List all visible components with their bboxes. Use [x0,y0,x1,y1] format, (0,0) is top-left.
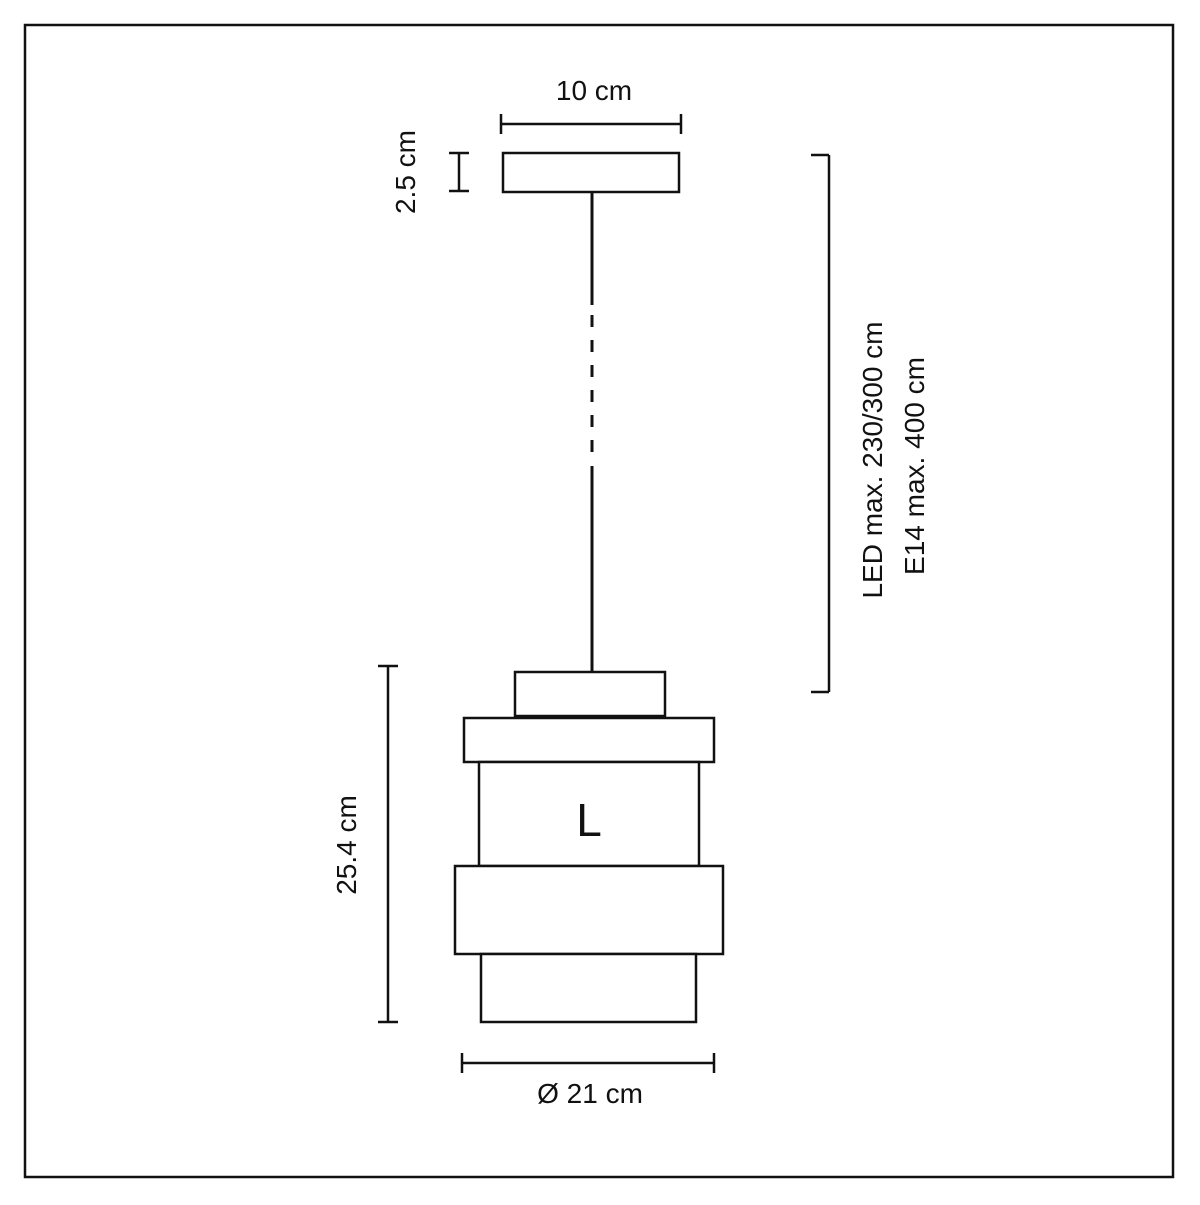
shade-cap [513,670,667,718]
e14-length-label: E14 max. 400 cm [899,357,930,575]
shade-body-upper [477,760,701,868]
shade-diameter-dimension: Ø 21 cm [460,1053,716,1109]
shade-body-lower [479,952,698,1024]
shade-ring-top [462,716,716,764]
suspension-length-dimension: LED max. 230/300 cm E14 max. 400 cm [811,153,930,694]
shade-ring-middle [453,864,725,956]
canopy-height-dimension: 2.5 cm [390,130,469,214]
pendant-shade [453,670,725,1024]
drawing-frame [23,23,1175,1179]
canopy-width-dimension: 10 cm [499,75,683,134]
size-label: L [576,794,602,846]
canopy-height-label: 2.5 cm [390,130,421,214]
led-length-label: LED max. 230/300 cm [857,321,888,598]
shade-height-dimension: 25.4 cm [331,664,398,1024]
ceiling-canopy [501,151,681,194]
shade-diameter-label: Ø 21 cm [537,1078,643,1109]
shade-height-label: 25.4 cm [331,795,362,895]
canopy-width-label: 10 cm [556,75,632,106]
